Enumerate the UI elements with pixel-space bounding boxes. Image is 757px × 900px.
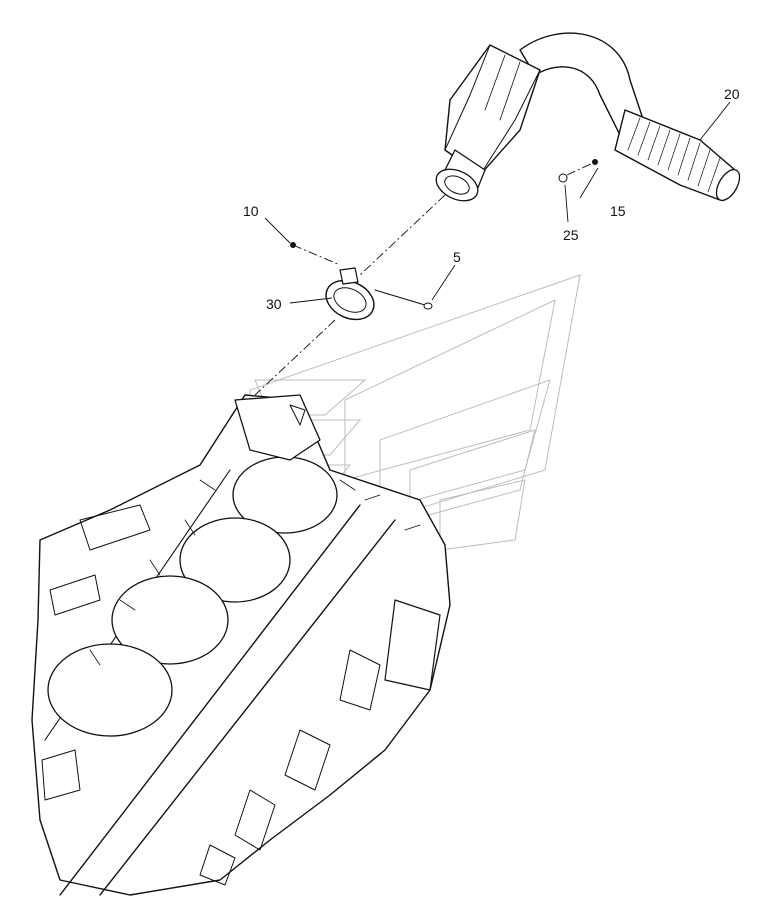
clamp-part: [325, 267, 375, 321]
exhaust-pipe-part: [435, 32, 741, 202]
engine-assembly: [31, 394, 451, 896]
callout-25: 25: [563, 227, 579, 243]
callout-15: 15: [610, 203, 626, 219]
callout-30: 30: [266, 296, 282, 312]
assembly-centerline: [254, 194, 446, 396]
callout-10: 10: [243, 203, 259, 219]
screw-part-25: [558, 173, 568, 183]
bolt-part: [374, 289, 433, 310]
leader-lines: [264, 101, 731, 304]
callout-5: 5: [453, 249, 461, 265]
hardware-alignment-line: [292, 161, 596, 266]
callout-20: 20: [724, 86, 740, 102]
